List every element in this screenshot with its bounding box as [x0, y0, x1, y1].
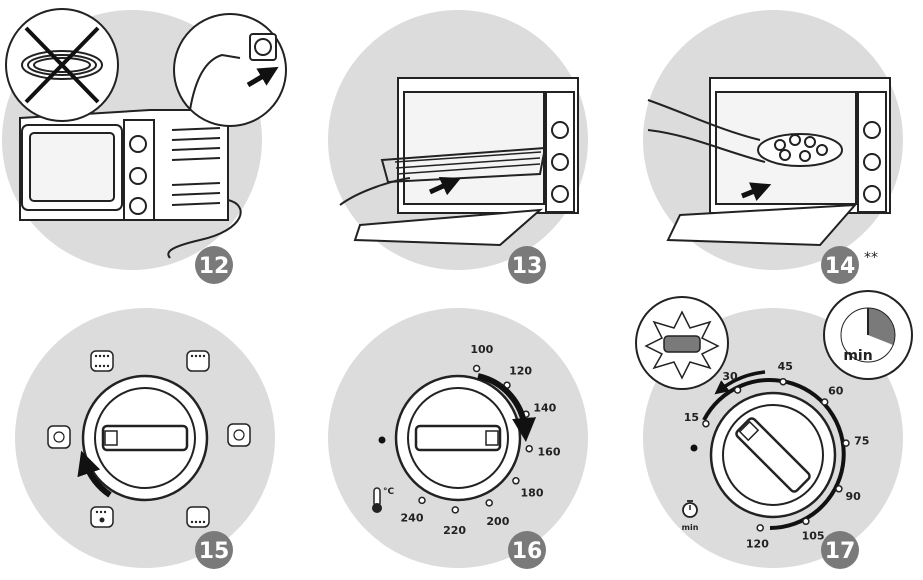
stopwatch-label: min [682, 523, 699, 532]
temperature-scale: 100 120 140 160 180 200 220 240 [401, 343, 561, 537]
scale-label: 100 [470, 343, 493, 356]
temperature-unit: °C [383, 487, 395, 497]
thermometer-icon [372, 487, 382, 513]
scale-label: 45 [778, 360, 793, 373]
step-15-number: 15 [199, 539, 230, 564]
scale-label: 180 [521, 487, 544, 500]
off-dot [690, 444, 698, 452]
scale-tick-mark [418, 496, 426, 505]
panel-14: 14 ** [643, 10, 903, 284]
step-12-badge [195, 246, 233, 284]
scale-tick-mark [525, 444, 533, 453]
stopwatch-icon [682, 500, 698, 518]
scale-tick-mark [472, 364, 481, 373]
oven-illustration [19, 109, 242, 259]
step-12-number: 12 [199, 254, 230, 279]
scale-tick-mark [512, 477, 520, 485]
scale-tick-mark [779, 377, 787, 386]
knob-grip [735, 417, 811, 493]
scale-tick-mark [820, 398, 829, 406]
scale-label: 140 [533, 402, 556, 415]
scale-label: 60 [828, 385, 844, 398]
scale-label: 200 [486, 515, 509, 528]
scale-tick-mark [835, 485, 843, 493]
scale-label: 120 [746, 538, 769, 551]
rotation-arrow-17 [714, 370, 766, 395]
open-oven-illustration [339, 77, 579, 247]
push-arrow-14 [741, 182, 772, 201]
scale-tick-mark [802, 517, 810, 526]
timer-clock-label: min [843, 348, 872, 364]
step-17-badge [821, 531, 859, 569]
rotation-arrow-16 [477, 373, 537, 442]
step-14-badge [821, 246, 859, 284]
scale-label: 105 [802, 530, 825, 543]
step-15-badge [195, 531, 233, 569]
knob-grip [101, 424, 189, 452]
scale-tick-mark [485, 499, 493, 507]
scale-label: 220 [443, 524, 466, 537]
scale-label: 75 [854, 435, 869, 448]
open-oven-tray-illustration [647, 77, 891, 247]
bottom-heating-icon [186, 506, 210, 528]
defrost-icon [90, 506, 114, 528]
scale-tick-mark [756, 524, 764, 532]
indicator-light [663, 335, 701, 353]
scale-label: 240 [401, 512, 424, 525]
timer-clock-inset [823, 290, 913, 380]
top-heating-alt-icon [186, 350, 210, 372]
panel-13: 13 [328, 10, 588, 284]
rotation-arrow-15 [77, 450, 112, 498]
step-14-number: 14 [825, 254, 856, 279]
panel-15: 15 [15, 308, 275, 569]
scale-label: 30 [722, 370, 738, 383]
scale-label: 120 [509, 365, 532, 378]
step-14-note: ** [864, 250, 878, 266]
timer-scale: 15 30 45 60 75 90 105 120 [684, 360, 870, 551]
coiled-cable-prohibited-icon [5, 8, 119, 122]
wall-socket-inset [173, 13, 287, 127]
step-13-number: 13 [512, 254, 543, 279]
knob-grip [414, 424, 502, 452]
off-dot [378, 436, 386, 444]
step-13-badge [508, 246, 546, 284]
panel-17: 15 30 45 60 75 90 105 120 min min 17 [635, 290, 913, 569]
step-16-badge [508, 531, 546, 569]
scale-tick-mark [702, 419, 710, 428]
convection-icon [47, 425, 71, 449]
panel-12: 12 [2, 8, 287, 284]
scale-label: 160 [538, 446, 561, 459]
scale-tick-mark [733, 386, 742, 394]
step-16-number: 16 [512, 539, 543, 564]
scale-tick-mark [451, 506, 460, 514]
scale-label: 15 [684, 411, 699, 424]
step-17-number: 17 [825, 539, 856, 564]
panel-16: 100 120 140 160 180 200 220 240 °C 16 [328, 308, 588, 569]
fan-icon [227, 423, 251, 447]
top-heating-icon [90, 350, 114, 372]
scale-tick-mark [842, 439, 850, 447]
indicator-light-inset [635, 296, 729, 390]
scale-label: 90 [845, 490, 861, 503]
push-arrow-13 [428, 177, 462, 196]
